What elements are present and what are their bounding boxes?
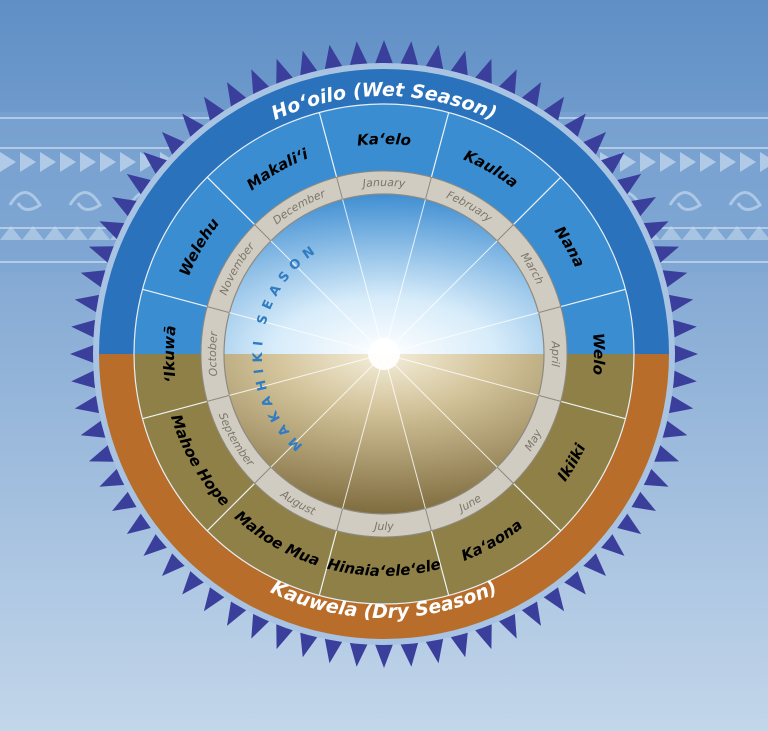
- month-divider: [424, 508, 432, 531]
- moon-label-0: Kaʻelo: [356, 130, 412, 150]
- band-peak: [66, 226, 88, 240]
- band-arrow: [760, 152, 768, 172]
- band-arrow: [720, 152, 736, 172]
- month-divider: [496, 224, 514, 242]
- month-label-6: July: [372, 520, 395, 533]
- inner-ray: [383, 353, 498, 468]
- inner-earth: [224, 354, 544, 514]
- border-triangle: [556, 562, 586, 595]
- moon-label-3: Welo: [589, 333, 608, 376]
- band-peak: [0, 226, 22, 240]
- inner-ray: [383, 312, 539, 355]
- inner-ray: [383, 353, 539, 396]
- month-label-0: January: [360, 176, 406, 191]
- month-divider: [254, 224, 272, 242]
- band-peak: [748, 226, 768, 240]
- month-divider: [207, 394, 230, 402]
- moon-label-0-text: Kaʻelo: [356, 130, 412, 150]
- band-arrow: [40, 152, 56, 172]
- moon-ring-border: [133, 103, 635, 605]
- moon-label-3-text: Welo: [589, 333, 608, 376]
- band-wave: [68, 191, 103, 211]
- border-triangle: [592, 526, 625, 556]
- inner-border: [223, 193, 545, 515]
- moon-label-9-text: ʻIkuwā: [160, 325, 180, 384]
- band-wave: [728, 191, 763, 211]
- inner-ray: [342, 199, 385, 355]
- band-arrow: [680, 152, 696, 172]
- inner-ray: [270, 353, 385, 468]
- month-divider: [424, 177, 432, 200]
- band-arrow: [660, 152, 676, 172]
- band-arrow: [740, 152, 756, 172]
- month-divider: [538, 306, 561, 314]
- center-glow: [368, 338, 400, 370]
- month-divider: [496, 466, 514, 484]
- band-peak: [660, 226, 682, 240]
- calendar-rings: [99, 69, 669, 639]
- inner-ray: [229, 353, 385, 396]
- month-label-9-text: October: [206, 329, 221, 377]
- month-divider: [207, 306, 230, 314]
- border-triangle: [556, 113, 586, 146]
- border-triangle: [592, 152, 625, 182]
- month-divider: [254, 466, 272, 484]
- band-peak: [22, 226, 44, 240]
- month-label-3: April: [549, 340, 563, 367]
- band-peak: [726, 226, 748, 240]
- band-peak: [44, 226, 66, 240]
- band-arrow: [620, 152, 636, 172]
- inner-ray: [270, 240, 385, 355]
- band-arrow: [100, 152, 116, 172]
- moon-label-9: ʻIkuwā: [160, 325, 180, 384]
- border-triangle: [575, 545, 607, 577]
- band-peak: [88, 226, 110, 240]
- border-triangle: [575, 131, 607, 163]
- band-arrow: [80, 152, 96, 172]
- inner-ray: [383, 199, 426, 355]
- inner-ray: [342, 353, 385, 509]
- month-divider: [538, 394, 561, 402]
- inner-ray: [229, 312, 385, 355]
- border-triangle: [143, 152, 176, 182]
- band-arrow: [120, 152, 136, 172]
- inner-ray: [383, 353, 426, 509]
- band-wave: [668, 191, 703, 211]
- month-label-0-text: January: [360, 176, 406, 191]
- band-arrow: [700, 152, 716, 172]
- border-triangle: [161, 131, 193, 163]
- band-wave: [8, 191, 43, 211]
- inner-sky: [224, 194, 544, 354]
- month-label-6-text: July: [372, 520, 395, 533]
- month-label-3-text: April: [549, 340, 563, 367]
- band-peak: [704, 226, 726, 240]
- band-arrow: [140, 152, 156, 172]
- band-arrow: [60, 152, 76, 172]
- month-label-9: October: [206, 329, 221, 377]
- border-triangle: [182, 562, 212, 595]
- inner-ray: [383, 240, 498, 355]
- border-triangle: [161, 545, 193, 577]
- band-arrow: [20, 152, 36, 172]
- border-triangle: [143, 526, 176, 556]
- month-divider: [336, 177, 344, 200]
- band-arrow: [640, 152, 656, 172]
- month-divider: [336, 508, 344, 531]
- border-triangle: [182, 113, 212, 146]
- band-peak: [682, 226, 704, 240]
- band-arrow: [0, 152, 16, 172]
